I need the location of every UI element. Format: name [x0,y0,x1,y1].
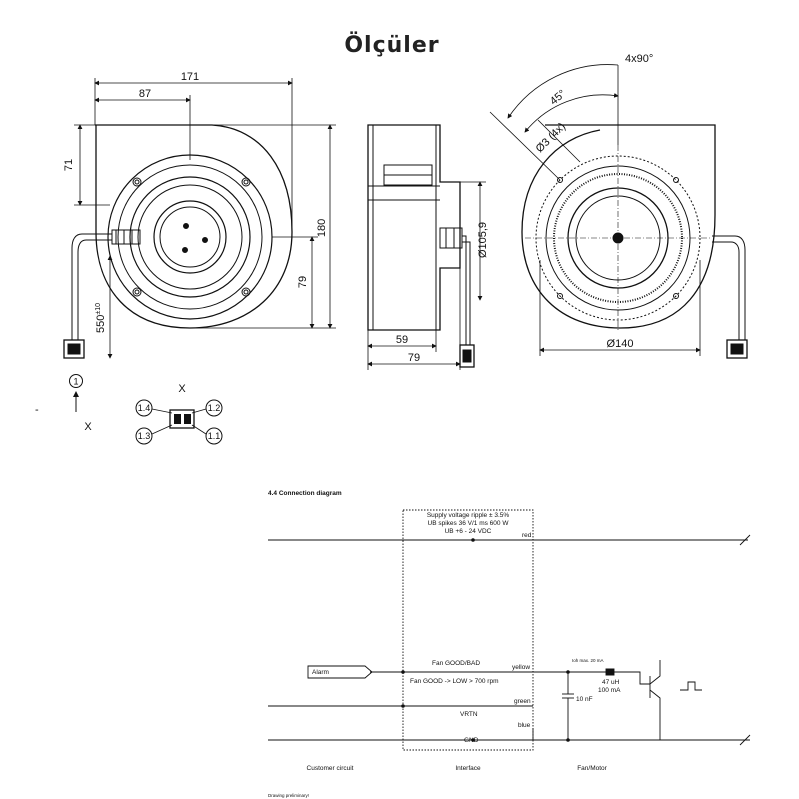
back-view [521,124,748,359]
supply-line-1: Supply voltage ripple ± 3.5% [427,512,510,519]
fan-good-low: Fan GOOD -> LOW > 700 rpm [410,678,499,685]
wire-blue-label: blue [518,722,531,729]
pin-label: 1.2 [208,403,221,413]
connection-diagram: 4.4 Connection diagram [268,490,751,798]
column-customer: Customer circuit [307,765,354,772]
pin-label: 1.4 [138,403,151,413]
dim-diameter: Ø140 [607,338,634,350]
footnote: Drawing preliminary! [268,793,309,798]
dim-half-width: 87 [139,88,151,100]
supply-line-3: UB +6 - 24 VDC [445,528,492,535]
alarm-label: Alarm [312,669,329,676]
back-dimensions [489,64,701,356]
connector-detail: X 1.4 1.2 1.3 1.1 [135,383,223,445]
svg-text:1: 1 [73,377,78,387]
pin-label: 1.1 [208,431,221,441]
dim-center: 79 [297,276,309,288]
dim-holes: Ø3 (4x) [534,121,568,155]
inductor-label: 47 uH [602,679,620,686]
svg-text:-: - [35,404,39,416]
dim-top: 71 [63,159,75,171]
fan-good-bad: Fan GOOD/BAD [432,660,480,667]
wire-green-label: green [514,698,531,705]
wire-red-label: red [522,532,532,539]
page-title: Ölçüler [344,32,439,58]
svg-text:X: X [178,383,186,395]
dim-hub-diameter: Ø105,9 [477,222,489,258]
capacitor-label: 10 nF [576,696,593,703]
max-current-label: Ioh max. 20 mA [572,658,604,663]
pin-label: 1.3 [138,431,151,441]
view-marker: 1 X - [35,374,92,433]
inductor-current-label: 100 mA [598,687,621,694]
column-motor: Fan/Motor [577,765,607,772]
dim-depth-inner: 59 [396,334,408,346]
dim-height: 180 [316,219,328,237]
supply-line-2: UB spikes 36 V/1 ms 600 W [428,520,510,527]
svg-text:X: X [84,421,92,433]
wire-yellow-label: yellow [512,664,530,671]
column-interface: Interface [455,765,481,772]
vrtn-label: VRTN [460,711,478,718]
gnd-label: - GND [460,737,479,744]
dim-cable: 550±10 [95,303,107,333]
dim-angle-total: 4x90° [625,53,653,65]
front-dimensions [74,78,336,359]
dim-angle: 45° [548,88,568,108]
front-view [63,124,293,359]
dim-depth-outer: 79 [408,352,420,364]
side-dimensions [367,181,486,370]
diagram-heading: 4.4 Connection diagram [268,490,342,497]
side-view [367,124,475,368]
dim-width: 171 [181,71,199,83]
